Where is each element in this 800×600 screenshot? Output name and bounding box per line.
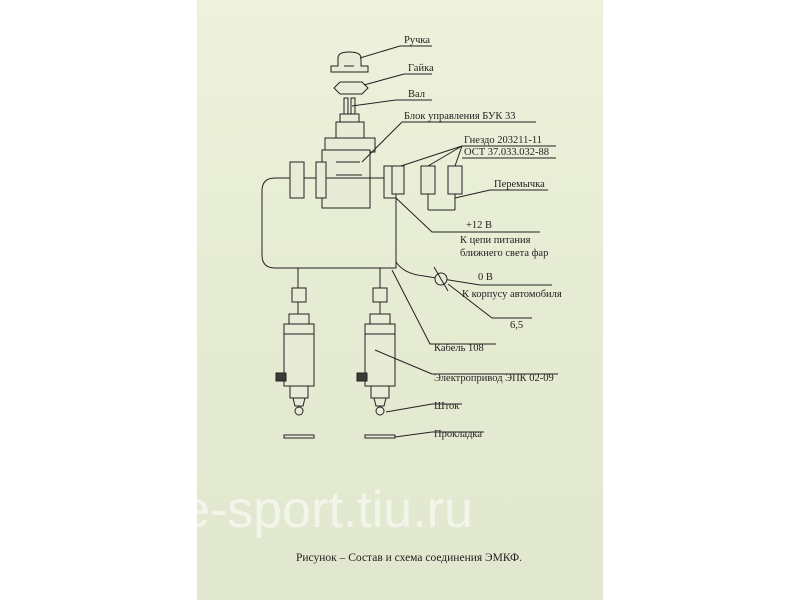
cable-leader xyxy=(391,269,496,345)
label-dim-65: 6,5 xyxy=(510,320,523,331)
label-cable: Кабель 108 xyxy=(434,343,484,354)
label-socket-2: ОСТ 37.033.032-88 xyxy=(464,147,549,158)
figure-caption: Рисунок – Состав и схема соединения ЭМКФ… xyxy=(296,552,522,564)
actuator-left xyxy=(275,313,315,439)
label-plus12: +12 В xyxy=(466,220,492,231)
label-handle: Ручка xyxy=(404,35,430,46)
nut-part xyxy=(333,81,369,95)
control-unit-leader xyxy=(361,121,403,163)
ground-wire xyxy=(395,261,552,286)
label-zero-v: 0 В xyxy=(478,272,493,283)
shaft-leader xyxy=(351,99,397,107)
socket-leader xyxy=(400,145,463,167)
label-gasket: Прокладка xyxy=(434,429,482,440)
power-wire xyxy=(395,197,540,233)
label-rod: Шток xyxy=(434,401,460,412)
jumper-leader xyxy=(454,189,491,199)
nut-leader xyxy=(363,73,405,86)
actuator-leader xyxy=(374,349,433,375)
gasket-leader xyxy=(394,431,433,438)
socket-group xyxy=(391,165,463,211)
handle-leader xyxy=(359,45,401,59)
actuator-right xyxy=(356,313,396,439)
label-power-2: ближнего света фар xyxy=(460,248,548,259)
label-power-1: К цепи питания xyxy=(460,235,531,246)
label-shaft: Вал xyxy=(408,89,425,100)
dim-leader xyxy=(447,283,532,319)
label-ground: К корпусу автомобиля xyxy=(462,289,562,300)
shaft-part xyxy=(339,97,360,123)
label-socket-1: Гнездо 203211-11 xyxy=(464,135,542,146)
label-jumper: Перемычка xyxy=(494,179,545,190)
control-unit-body xyxy=(261,121,397,269)
label-control-unit: Блок управления БУК 33 xyxy=(404,111,516,122)
watermark-text: se-sport.tiu.ru xyxy=(155,481,473,539)
handle-part xyxy=(330,51,369,73)
label-nut: Гайка xyxy=(408,63,434,74)
cable-108 xyxy=(291,268,388,314)
label-actuator: Электропривод ЭПК 02-09 xyxy=(434,373,554,384)
rod-leader xyxy=(385,403,433,413)
